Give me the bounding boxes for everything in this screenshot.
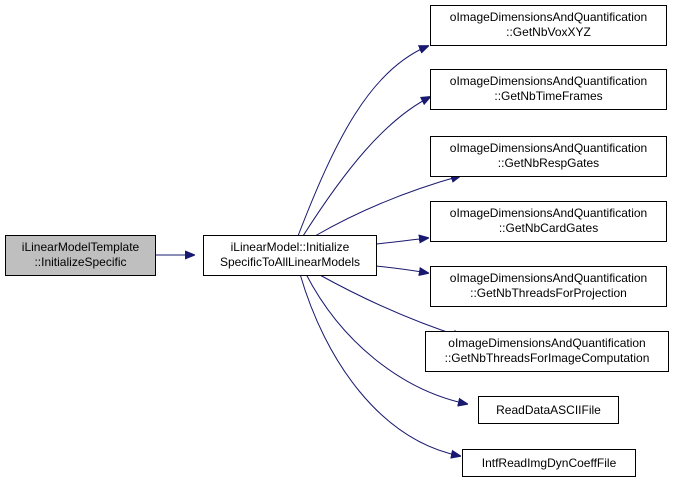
node-getnbthreadsforimagecomputation-line1: oImageDimensionsAndQuantification <box>448 336 645 350</box>
node-getnbcardgates-line2: ::GetNbCardGates <box>499 221 598 235</box>
node-root-line2: ::InitializeSpecific <box>34 255 126 269</box>
edge-middle-to-getnbtimeframes <box>302 97 430 237</box>
node-readdataasciifile[interactable]: ReadDataASCIIFile <box>478 396 619 424</box>
node-getnbthreadsforimagecomputation[interactable]: oImageDimensionsAndQuantification ::GetN… <box>425 331 669 372</box>
node-initialize-specific-to-all-linear-models[interactable]: iLinearModel::Initialize SpecificToAllLi… <box>203 235 377 276</box>
node-getnbtimeframes[interactable]: oImageDimensionsAndQuantification ::GetN… <box>430 69 667 110</box>
node-getnbvoxxyz-line2: ::GetNbVoxXYZ <box>506 25 591 39</box>
node-getnbthreadsforprojection[interactable]: oImageDimensionsAndQuantification ::GetN… <box>430 266 667 307</box>
node-getnbrespgates[interactable]: oImageDimensionsAndQuantification ::GetN… <box>430 136 667 177</box>
node-readdataasciifile-label: ReadDataASCIIFile <box>496 403 601 417</box>
node-getnbrespgates-line2: ::GetNbRespGates <box>498 156 599 170</box>
node-getnbcardgates-line1: oImageDimensionsAndQuantification <box>450 206 647 220</box>
node-intfreadimgdyncoefffile[interactable]: IntfReadImgDynCoeffFile <box>462 449 636 477</box>
node-getnbthreadsforprojection-line2: ::GetNbThreadsForProjection <box>470 286 627 300</box>
edge-middle-to-getnbrespgates <box>314 176 460 237</box>
node-intfreadimgdyncoefffile-label: IntfReadImgDynCoeffFile <box>482 456 617 470</box>
edge-middle-to-intfreadimgdyncoefffile <box>299 273 460 456</box>
edge-middle-to-getnbvoxxyz <box>297 46 428 237</box>
node-root[interactable]: iLinearModelTemplate ::InitializeSpecifi… <box>5 235 156 276</box>
node-getnbvoxxyz-line1: oImageDimensionsAndQuantification <box>450 10 647 24</box>
node-getnbthreadsforprojection-line1: oImageDimensionsAndQuantification <box>450 271 647 285</box>
edges <box>155 46 467 456</box>
node-root-line1: iLinearModelTemplate <box>22 240 140 254</box>
node-middle-line1: iLinearModel::Initialize <box>231 240 350 254</box>
node-getnbthreadsforimagecomputation-line2: ::GetNbThreadsForImageComputation <box>445 351 650 365</box>
node-getnbcardgates[interactable]: oImageDimensionsAndQuantification ::GetN… <box>430 201 667 242</box>
edge-middle-to-readdataasciifile <box>305 273 467 404</box>
node-middle-line2: SpecificToAllLinearModels <box>220 255 360 269</box>
node-getnbrespgates-line1: oImageDimensionsAndQuantification <box>450 141 647 155</box>
node-getnbtimeframes-line1: oImageDimensionsAndQuantification <box>450 74 647 88</box>
node-getnbtimeframes-line2: ::GetNbTimeFrames <box>494 89 602 103</box>
edge-middle-to-getnbthreadsforprojection <box>375 265 428 273</box>
node-getnbvoxxyz[interactable]: oImageDimensionsAndQuantification ::GetN… <box>430 5 667 46</box>
edge-middle-to-getnbcardgates <box>375 238 428 245</box>
